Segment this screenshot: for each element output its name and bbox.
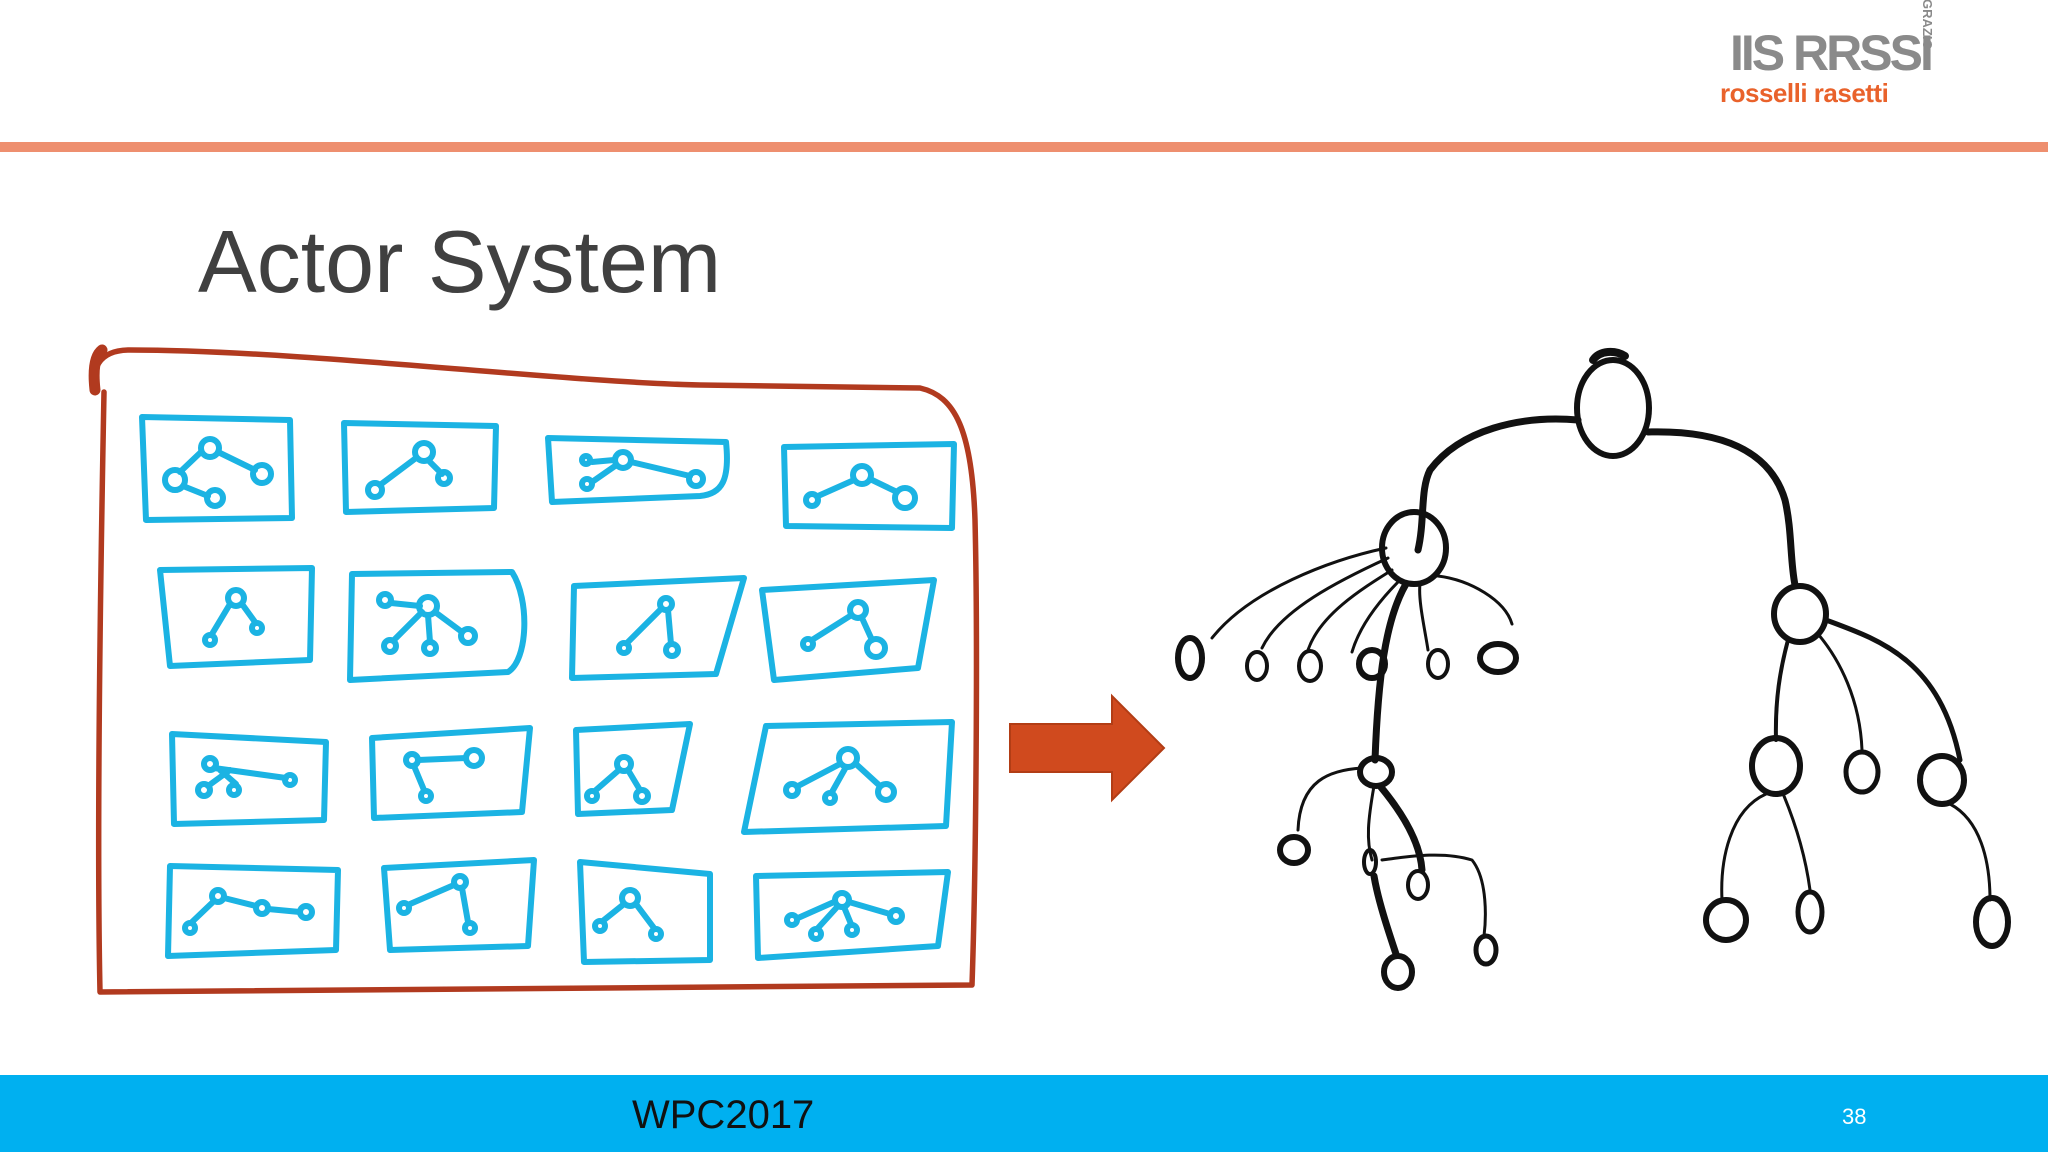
slide-title: Actor System bbox=[198, 212, 722, 311]
actor-box bbox=[381, 857, 537, 953]
logo-name: rosselli rasetti bbox=[1720, 78, 1889, 108]
actor-box bbox=[165, 863, 341, 959]
actor-box bbox=[347, 569, 528, 683]
header-rule bbox=[0, 142, 2048, 152]
actor-box bbox=[369, 725, 533, 821]
actor-box bbox=[781, 441, 957, 531]
actor-box bbox=[157, 565, 315, 669]
actor-system-diagram bbox=[88, 344, 2011, 995]
actor-box bbox=[759, 577, 937, 683]
actor-box bbox=[573, 721, 693, 817]
logo-mark-text: IIS RRSSI bbox=[1730, 25, 1934, 81]
logo-mark: IIS RRSSI GRAZIO bbox=[1730, 0, 1992, 81]
actor-box bbox=[139, 414, 295, 523]
footer-event-name: WPC2017 bbox=[632, 1093, 815, 1137]
right-arrow-icon bbox=[1009, 693, 1166, 803]
logo-mark-small: GRAZIO bbox=[1919, 0, 1935, 50]
actor-box bbox=[545, 435, 730, 505]
tree-node-root bbox=[1574, 357, 1652, 459]
actor-system-frame bbox=[91, 347, 980, 995]
slide-number: 38 bbox=[1842, 1104, 1867, 1129]
actor-box bbox=[741, 719, 955, 835]
footer-band: WPC2017 38 bbox=[0, 1075, 2048, 1152]
actor-box bbox=[577, 859, 713, 965]
tree-node bbox=[1357, 755, 1395, 789]
actor-box bbox=[169, 731, 329, 827]
actor-box bbox=[569, 575, 747, 681]
actor-box bbox=[341, 420, 499, 515]
tree-node bbox=[1379, 509, 1449, 587]
actor-box bbox=[753, 869, 951, 961]
actor-system-frame-corner bbox=[88, 344, 108, 396]
school-logo: IIS RRSSI GRAZIO rosselli rasetti bbox=[1720, 0, 1935, 110]
tree-node bbox=[1771, 583, 1829, 645]
actor-hierarchy-tree bbox=[1175, 347, 2011, 991]
